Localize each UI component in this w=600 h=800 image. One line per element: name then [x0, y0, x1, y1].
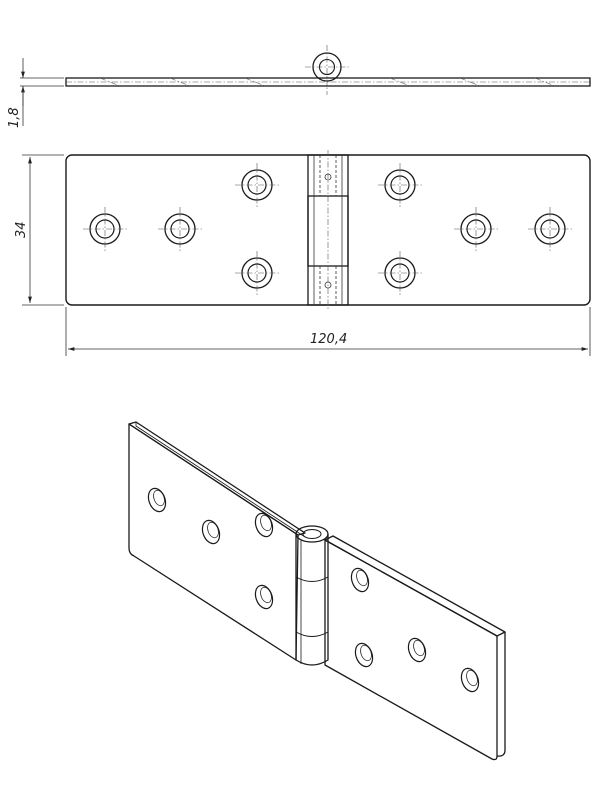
height-dimension: 34	[14, 154, 64, 306]
thickness-label: 1,8	[7, 107, 22, 128]
mounting-holes	[83, 163, 572, 295]
height-label: 34	[14, 221, 29, 238]
length-label: 120,4	[310, 332, 347, 347]
top-edge-view	[65, 45, 591, 95]
length-dimension: 120,4	[65, 307, 591, 356]
front-view	[65, 150, 591, 310]
isometric-view	[128, 421, 506, 761]
thickness-dimension: 1,8	[7, 58, 64, 128]
